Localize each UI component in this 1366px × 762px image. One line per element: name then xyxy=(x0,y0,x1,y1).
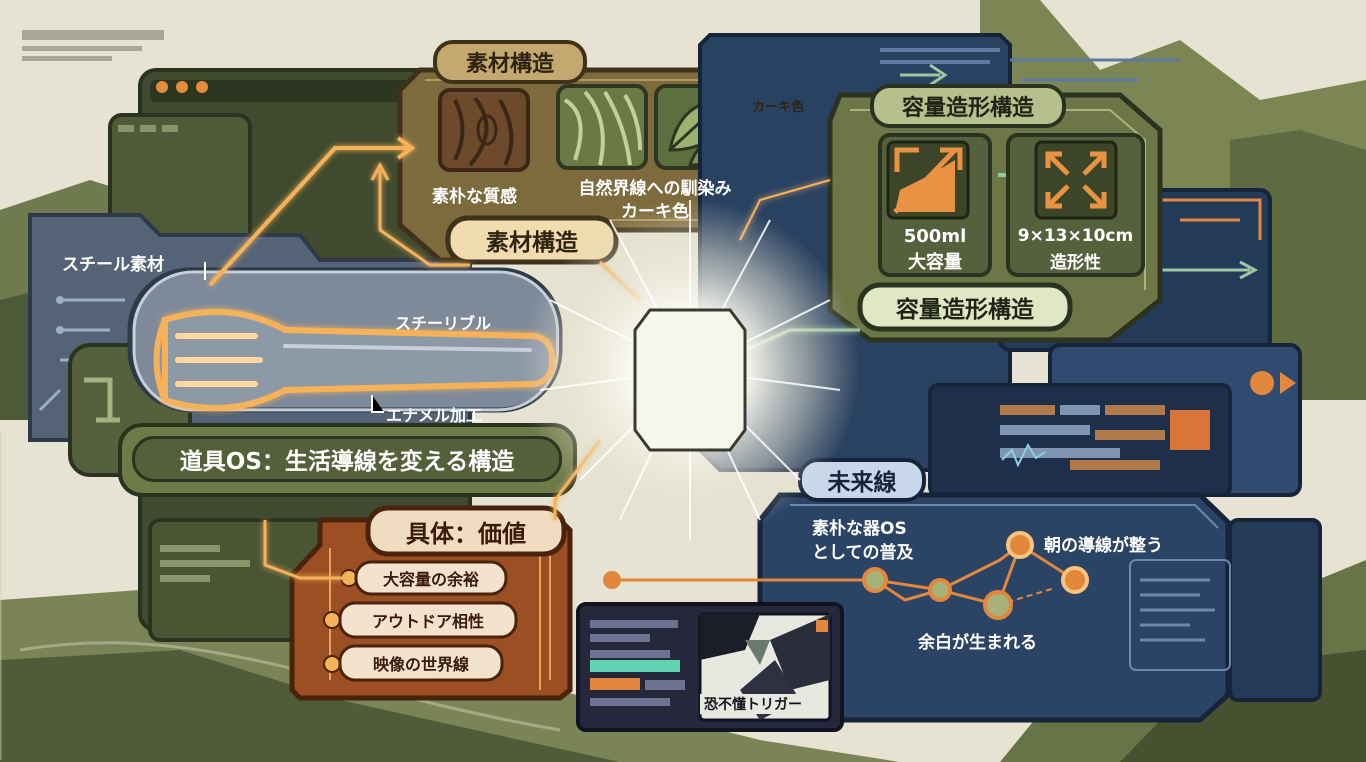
capacity-panel xyxy=(827,84,1163,343)
size-line1: 9×13×10cm xyxy=(1017,226,1134,246)
spork-label: スチーリブル xyxy=(395,314,492,333)
value-item-capacity: 大容量の余裕 xyxy=(382,570,479,589)
size-line2: 造形性 xyxy=(1050,253,1101,273)
center-core xyxy=(520,200,860,540)
value-item-outdoor: アウトドア相性 xyxy=(371,612,484,631)
texture-caption: 素朴な質感 xyxy=(432,187,517,207)
future-title: 未来線 xyxy=(827,470,897,496)
boundary-caption-line2: カーキ色 xyxy=(621,202,689,222)
material-subtitle: 素材構造 xyxy=(486,230,578,256)
future-panel xyxy=(603,458,1322,723)
value-item-worldline: 映像の世界線 xyxy=(372,655,469,674)
capacity-title: 容量造形構造 xyxy=(901,96,1034,121)
enamel-leader xyxy=(371,395,384,413)
enamel-label: エナメル加工 xyxy=(386,406,483,425)
header-bars xyxy=(22,30,164,61)
steel-material-label: スチール素材 xyxy=(62,255,164,275)
spork-icon xyxy=(153,309,556,411)
media-caption: 恐不懂トリガー xyxy=(700,694,806,714)
center-chip xyxy=(633,308,747,452)
boundary-caption-line1: 自然界線への馴染み xyxy=(578,179,732,199)
volume-line1: 500ml xyxy=(903,226,967,247)
value-panel xyxy=(289,505,573,701)
future-morning: 朝の導線が整う xyxy=(1044,536,1163,556)
future-margin: 余白が生まれる xyxy=(918,633,1037,653)
valley-left-dark xyxy=(0,650,620,762)
future-spread-line1: 素朴な器OS xyxy=(812,519,907,539)
future-spread-line2: としての普及 xyxy=(812,543,914,563)
material-title: 素材構造 xyxy=(465,52,554,77)
capacity-subtitle: 容量造形構造 xyxy=(896,297,1034,323)
value-title: 具体：価値 xyxy=(406,519,526,548)
khaki-tag: カーキ色 xyxy=(752,100,805,115)
wood-grain-icon xyxy=(438,88,530,172)
os-title: 道具OS：生活導線を変える構造 xyxy=(132,436,562,482)
volume-line2: 大容量 xyxy=(908,252,962,273)
